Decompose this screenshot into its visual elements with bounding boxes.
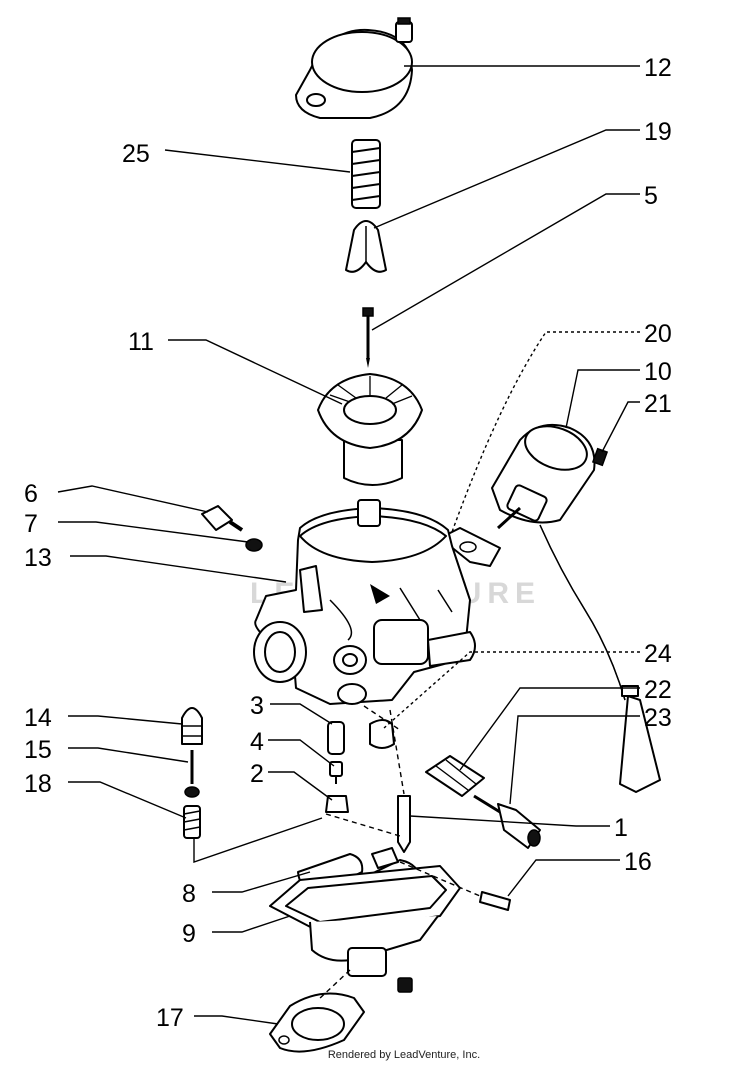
callout-11: 11 (128, 328, 154, 356)
callout-24: 24 (644, 640, 672, 668)
callout-10: 10 (644, 358, 672, 386)
part-15-pilot-screw (184, 750, 200, 798)
callout-labels: 12 25 19 5 11 20 10 21 6 7 13 14 15 18 3… (24, 54, 672, 1032)
part-22-spring (425, 755, 485, 797)
part-1-float-needle (397, 795, 411, 853)
part-11-diaphragm-slide (317, 373, 423, 486)
part-12-top-cover (295, 17, 413, 119)
callout-3: 3 (250, 692, 264, 720)
callout-19: 19 (644, 118, 672, 146)
part-18-spring (183, 805, 201, 839)
part-16-pin (479, 891, 511, 911)
part-5-jet-needle (362, 307, 374, 368)
callout-25: 25 (122, 140, 150, 168)
callout-20: 20 (644, 320, 672, 348)
part-7-spring (245, 538, 263, 552)
callout-6: 6 (24, 480, 38, 508)
part-17-diaphragm-cover (269, 992, 365, 1053)
part-9-float-bowl (269, 865, 461, 993)
part-6-screw (201, 505, 244, 532)
callout-15: 15 (24, 736, 52, 764)
part-24-cap (369, 719, 395, 749)
footer-credit: Rendered by LeadVenture, Inc. (328, 1049, 480, 1061)
leader-lines (57, 65, 640, 1025)
carburetor-body (253, 499, 476, 705)
part-10-auto-choke (491, 424, 661, 793)
part-21-screw (591, 447, 609, 467)
part-23-plunger (473, 794, 541, 849)
part-25-spring (351, 139, 381, 209)
callout-18: 18 (24, 770, 52, 798)
callout-7: 7 (24, 510, 38, 538)
callout-9: 9 (182, 920, 196, 948)
callout-8: 8 (182, 880, 196, 908)
callout-16: 16 (624, 848, 652, 876)
callout-12: 12 (644, 54, 672, 82)
part-19-needle-retainer (345, 220, 387, 273)
callout-1: 1 (614, 814, 628, 842)
callout-22: 22 (644, 676, 672, 704)
callout-13: 13 (24, 544, 52, 572)
callout-4: 4 (250, 728, 264, 756)
callout-23: 23 (644, 704, 672, 732)
callout-2: 2 (250, 760, 264, 788)
callout-17: 17 (156, 1004, 184, 1032)
callout-5: 5 (644, 182, 658, 210)
part-20-gasket (439, 527, 501, 567)
assembly-lines (193, 705, 481, 1001)
part-14-cap (181, 707, 203, 745)
callout-21: 21 (644, 390, 672, 418)
callout-14: 14 (24, 704, 52, 732)
part-3-emulsion-tube (327, 721, 345, 755)
part-4-jet (329, 761, 343, 784)
